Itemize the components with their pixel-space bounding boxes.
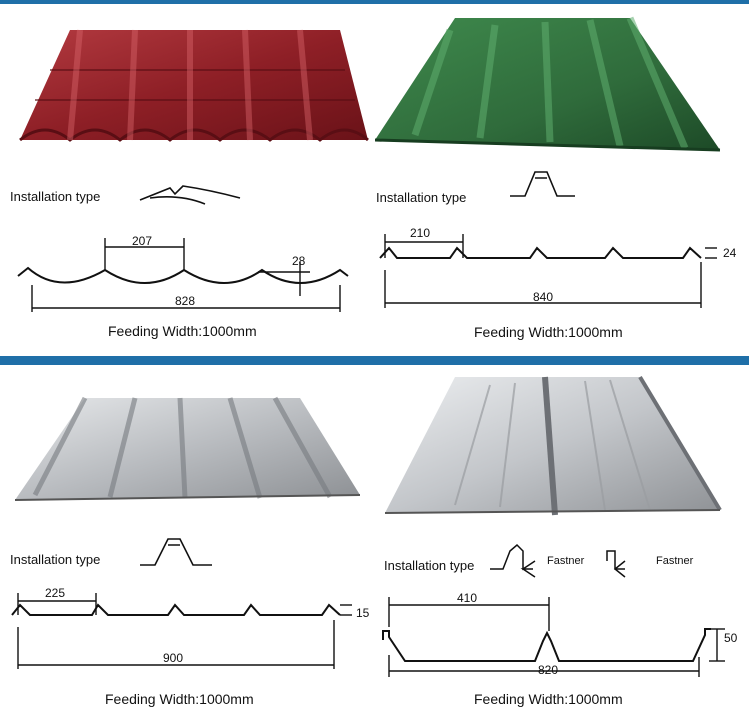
dim-pitch: 210 — [410, 226, 431, 240]
installation-type-label: Installation type — [384, 558, 475, 573]
feeding-width: Feeding Width:1000mm — [108, 323, 257, 339]
red-tile-illustration — [17, 29, 369, 312]
section-divider — [0, 356, 749, 365]
profile-drawing-standing-seam — [382, 597, 725, 677]
standing-seam-illustration — [382, 375, 725, 677]
profile-drawing-tile — [17, 238, 349, 312]
dim-height: 50 — [724, 631, 738, 645]
installation-type-label: Installation type — [10, 189, 101, 204]
feeding-width: Feeding Width:1000mm — [105, 691, 254, 707]
install-icon-tile — [139, 185, 241, 205]
green-sheet — [375, 16, 721, 152]
dim-cover-width: 820 — [538, 663, 559, 677]
dim-pitch: 410 — [457, 591, 478, 605]
galvanized-sheet-illustration — [11, 396, 361, 669]
install-icon-fastener — [490, 543, 626, 578]
profile-drawing-galvanized — [11, 593, 352, 669]
galvanized-sheet — [14, 396, 361, 501]
dim-cover-width: 828 — [175, 294, 196, 308]
top-accent-bar — [0, 0, 749, 4]
fastener-label-2: Fastner — [656, 555, 694, 567]
dim-height: 15 — [356, 606, 370, 620]
profile-drawing-trapezoid — [379, 234, 717, 308]
dim-pitch: 225 — [45, 586, 66, 600]
installation-type-label: Installation type — [376, 190, 467, 205]
dim-cover-width: 840 — [533, 290, 554, 304]
panel-red-glazed-tile: Installation type 207 28 828 Feeding Wid… — [0, 0, 374, 356]
install-icon-trapezoid — [510, 171, 575, 197]
dim-cover-width: 900 — [163, 651, 184, 665]
panel-galvanized-trapezoid: Installation type 225 15 900 Feeding Wid… — [0, 365, 374, 721]
install-icon-trapezoid — [140, 538, 212, 566]
dim-pitch: 207 — [132, 234, 153, 248]
feeding-width: Feeding Width:1000mm — [474, 691, 623, 707]
red-tile-sheet — [19, 29, 369, 142]
green-sheet-illustration — [375, 16, 721, 308]
fastener-label-1: Fastner — [547, 555, 585, 567]
panel-standing-seam: Installation type Fastner Fastner 410 50… — [375, 365, 749, 721]
installation-type-label: Installation type — [10, 552, 101, 567]
dim-height: 28 — [292, 254, 306, 268]
standing-seam-sheet — [384, 375, 722, 516]
panel-green-trapezoid: Installation type 210 24 840 Feeding Wid… — [375, 0, 749, 356]
dim-height: 24 — [723, 246, 737, 260]
feeding-width: Feeding Width:1000mm — [474, 324, 623, 340]
